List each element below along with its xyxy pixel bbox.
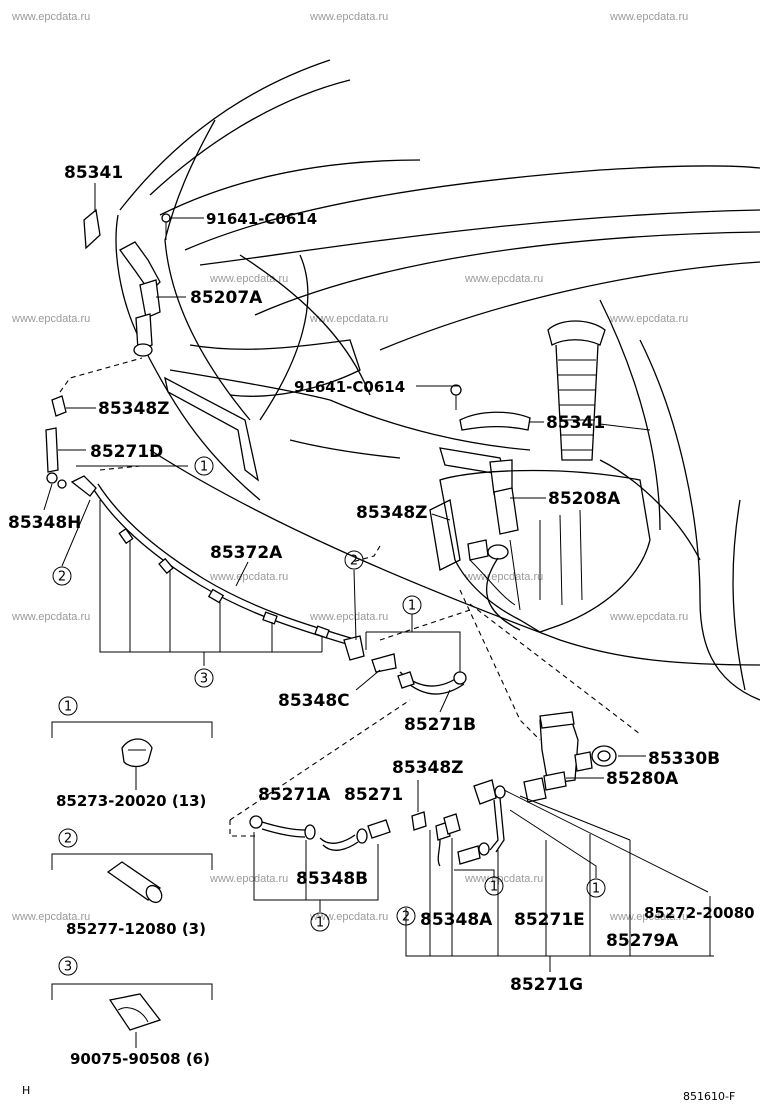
ref-circle-3: 3 (194, 668, 214, 688)
svg-text:2: 2 (402, 910, 410, 925)
svg-text:3: 3 (200, 672, 208, 687)
part-label-85279A[interactable]: 85279A (606, 931, 679, 951)
group-brackets (61, 499, 714, 972)
ref-circle-2: 2 (396, 906, 416, 926)
svg-text:1: 1 (200, 460, 208, 475)
part-label-85348H[interactable]: 85348H (8, 513, 81, 533)
legend-item-3: 3 90075-90508 (6) (51, 956, 213, 1068)
part-label-85271G[interactable]: 85271G (510, 975, 583, 995)
right-washer-nozzle-assembly (439, 384, 531, 631)
part-label-85341-mid[interactable]: 85341 (546, 413, 605, 433)
ref-circle-1: 1 (484, 876, 504, 896)
legend: 1 85273-20020 (13) 2 85277-12080 (3) 3 9… (51, 696, 213, 1068)
svg-text:3: 3 (64, 960, 72, 975)
part-label-85330B[interactable]: 85330B (648, 749, 720, 769)
watermark: www.epcdata.ru (609, 11, 688, 23)
part-label-85271E[interactable]: 85271E (514, 910, 585, 930)
svg-text:2: 2 (58, 570, 66, 585)
ref-circle-1: 1 (194, 456, 214, 476)
part-label-91641-top[interactable]: 91641-C0614 (206, 210, 317, 228)
watermark: www.epcdata.ru (11, 11, 90, 23)
svg-text:1: 1 (490, 880, 498, 895)
part-label-85348Z-low[interactable]: 85348Z (392, 758, 463, 778)
watermark: www.epcdata.ru (209, 873, 288, 885)
watermark: www.epcdata.ru (309, 313, 388, 325)
legend-item-1: 1 85273-20020 (13) (51, 696, 213, 810)
legend-part-85273-20020[interactable]: 85273-20020 (13) (56, 792, 206, 810)
part-label-85341-top[interactable]: 85341 (64, 163, 123, 183)
watermark: www.epcdata.ru (11, 611, 90, 623)
part-labels: 85341 91641-C0614 85207A 91641-C0614 853… (8, 163, 755, 995)
watermark: www.epcdata.ru (464, 873, 543, 885)
part-label-85271B[interactable]: 85271B (404, 715, 476, 735)
part-label-85348Z-left[interactable]: 85348Z (98, 399, 169, 419)
part-label-85272-20080[interactable]: 85272-20080 (644, 904, 755, 922)
watermark: www.epcdata.ru (209, 571, 288, 583)
watermark: www.epcdata.ru (464, 571, 543, 583)
svg-text:2: 2 (64, 832, 72, 847)
left-hose-assembly (45, 395, 467, 695)
left-washer-nozzle-assembly (83, 208, 171, 357)
svg-text:1: 1 (316, 916, 324, 931)
svg-text:1: 1 (64, 700, 72, 715)
part-label-85372A[interactable]: 85372A (210, 543, 283, 563)
washer-reservoir (429, 320, 651, 633)
watermark: www.epcdata.ru (609, 611, 688, 623)
part-label-85348C[interactable]: 85348C (278, 691, 350, 711)
ref-circle-1: 1 (402, 595, 422, 615)
watermark: www.epcdata.ru (309, 611, 388, 623)
legend-item-2: 2 85277-12080 (3) (51, 828, 213, 938)
part-label-85271D[interactable]: 85271D (90, 442, 163, 462)
ref-circle-2: 2 (344, 550, 364, 570)
part-label-85271A[interactable]: 85271A (258, 785, 331, 805)
part-label-91641-mid[interactable]: 91641-C0614 (294, 378, 405, 396)
corner-mark: H (22, 1084, 30, 1097)
watermark: www.epcdata.ru (309, 11, 388, 23)
watermark: www.epcdata.ru (464, 273, 543, 285)
washer-pump (523, 711, 617, 803)
legend-part-90075-90508[interactable]: 90075-90508 (6) (70, 1050, 210, 1068)
part-label-85348Z-mid[interactable]: 85348Z (356, 503, 427, 523)
part-label-85348B[interactable]: 85348B (296, 869, 368, 889)
svg-text:1: 1 (408, 599, 416, 614)
watermark: www.epcdata.ru (609, 911, 688, 923)
diagram-id: 851610-F (683, 1090, 735, 1103)
watermark: www.epcdata.ru (11, 911, 90, 923)
part-label-85207A[interactable]: 85207A (190, 288, 263, 308)
ref-circle-1: 1 (310, 912, 330, 932)
leader-lines (43, 183, 651, 812)
part-label-85208A[interactable]: 85208A (548, 489, 621, 509)
legend-part-85277-12080[interactable]: 85277-12080 (3) (66, 920, 206, 938)
reference-circles: 1 2 2 1 3 1 1 1 2 (52, 456, 606, 932)
watermark: www.epcdata.ru (609, 313, 688, 325)
part-label-85280A[interactable]: 85280A (606, 769, 679, 789)
svg-text:1: 1 (592, 882, 600, 897)
part-label-85348A[interactable]: 85348A (420, 910, 493, 930)
ref-circle-1: 1 (586, 878, 606, 898)
svg-text:2: 2 (350, 554, 358, 569)
part-label-85271[interactable]: 85271 (344, 785, 403, 805)
dashed-relation-lines (59, 357, 641, 837)
watermark: www.epcdata.ru (209, 273, 288, 285)
watermark-layer: www.epcdata.ru www.epcdata.ru www.epcdat… (11, 11, 688, 923)
ref-circle-2: 2 (52, 566, 72, 586)
vehicle-body-outline (115, 59, 760, 701)
lower-hose-kit (249, 779, 506, 867)
watermark: www.epcdata.ru (11, 313, 90, 325)
